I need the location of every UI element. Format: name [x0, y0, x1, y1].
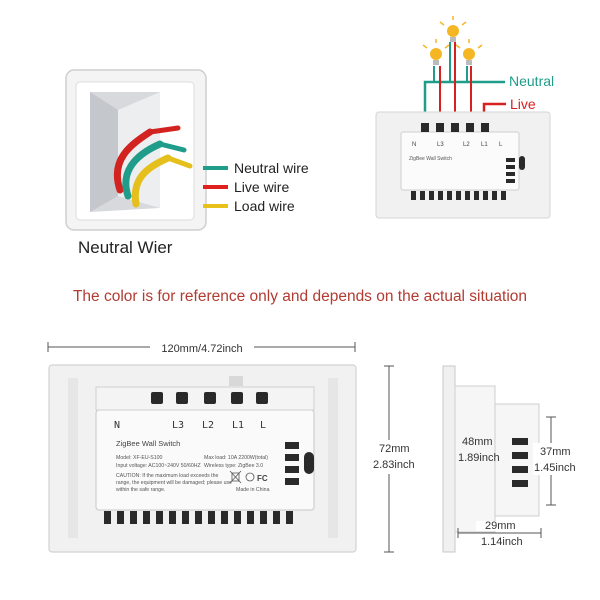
terminal-label-n: N [114, 420, 120, 431]
height-dimension: 72mm 2.83inch [371, 365, 417, 553]
terminal-label-small: L2 [463, 142, 470, 148]
reference-note: The color is for reference only and depe… [73, 288, 527, 305]
legend-label-neutral: Neutral wire [234, 160, 309, 176]
device-title: ZigBee Wall Switch [116, 439, 180, 448]
body-dimension: 37mm 1.45inch [533, 416, 577, 506]
terminal-label-l: L [260, 420, 266, 431]
terminal-label-small: L1 [481, 142, 488, 148]
device-input-voltage: Input voltage: AC100~240V 50/60HZ [116, 463, 201, 469]
fcc-mark: FC [257, 474, 268, 483]
terminal-label-l2: L2 [202, 420, 214, 431]
bulb-icon [422, 39, 450, 65]
terminal-label-small: N [412, 142, 416, 148]
depth-mm-label: 48mm [462, 436, 493, 448]
terminal-label-small: L [499, 142, 503, 148]
device-caution-3: within the safe range. [116, 487, 165, 493]
height-in-label: 2.83inch [373, 459, 415, 471]
switch-back-large: N L3 L2 L1 L ZigBee Wall Switch Model: X… [48, 364, 357, 553]
body-in-label: 1.45inch [534, 462, 576, 474]
wall-box-illustration [65, 69, 207, 231]
device-title-small: ZigBee Wall Switch [409, 156, 452, 162]
base-mm-label: 29mm [485, 520, 516, 532]
wire-legend: Neutral wire Live wire Load wire [203, 160, 309, 214]
neutral-label: Neutral [509, 73, 554, 89]
legend-label-live: Live wire [234, 179, 289, 195]
terminal-label-l3: L3 [172, 420, 184, 431]
device-made-in: Made in China [236, 487, 270, 493]
bin-icon [229, 470, 242, 484]
wall-box-caption: Neutral Wier [78, 238, 173, 257]
terminal-label-small: L3 [437, 142, 444, 148]
terminal-label-l1: L1 [232, 420, 244, 431]
device-wireless-type: Wireless type: ZigBee 3.0 [204, 463, 263, 469]
width-label: 120mm/4.72inch [161, 343, 242, 355]
base-dimension: 29mm 1.14inch [457, 520, 542, 548]
bulb-icon [455, 39, 483, 65]
recycle-icon [245, 472, 255, 482]
legend-label-load: Load wire [234, 198, 295, 214]
depth-dimension: 48mm 1.89inch [458, 436, 500, 464]
live-label: Live [510, 96, 536, 112]
switch-side-profile [442, 365, 540, 553]
device-caution-1: CAUTION: If the maximum load exceeds the [116, 473, 218, 479]
device-model: Model: XF-EU-S100 [116, 455, 163, 461]
wiring-diagram: Neutral Live N L3 L2 L1 L ZigBee Wall Sw… [375, 16, 554, 219]
device-caution-2: range, the equipment will be damaged; pl… [116, 480, 232, 486]
body-mm-label: 37mm [540, 446, 571, 458]
depth-in-label: 1.89inch [458, 452, 500, 464]
height-mm-label: 72mm [379, 443, 410, 455]
width-dimension: 120mm/4.72inch [47, 339, 356, 355]
base-in-label: 1.14inch [481, 536, 523, 548]
device-max-load: Max load: 10A 2200W(total) [204, 455, 268, 461]
bulb-icon [439, 16, 467, 42]
